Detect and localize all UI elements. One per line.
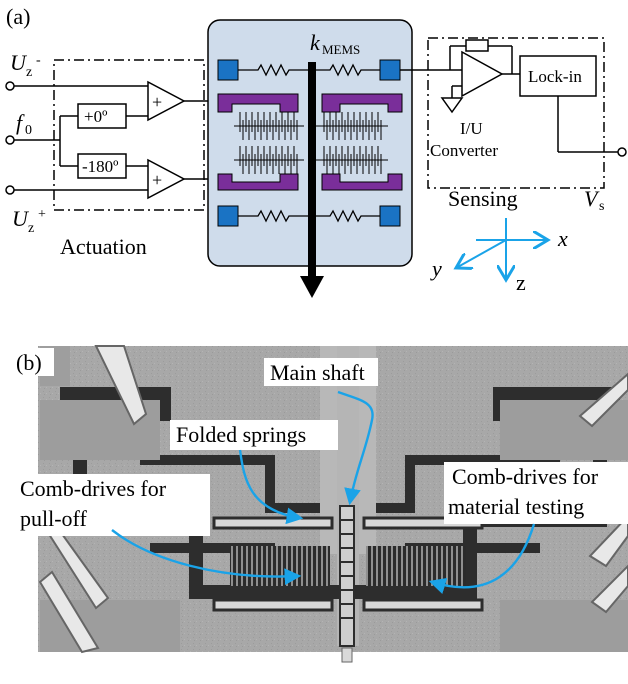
input-uz-plus: U z + [12, 206, 46, 236]
panel-a-label: (a) [6, 4, 30, 29]
main-shaft-label-bg [264, 358, 378, 386]
shaft [308, 62, 316, 282]
pad-bottom-left [217, 205, 239, 227]
svg-text:s: s [599, 199, 604, 214]
summing-amp-bottom [147, 158, 186, 200]
summing-amp-top [147, 80, 186, 122]
comb-fingers [234, 112, 388, 174]
sum-bottom-symbol: + [152, 170, 162, 190]
panel-b-label: (b) [16, 350, 42, 375]
comb-material-label-1: Comb-drives for [452, 464, 599, 489]
sensing-title: Sensing [448, 186, 518, 211]
phase-box-bottom [77, 153, 127, 179]
input-terminal-top [5, 81, 15, 91]
ground-icon [440, 97, 464, 114]
iu-opamp [461, 50, 504, 98]
actuation-box [53, 59, 205, 211]
axis-y-label: y [430, 256, 442, 281]
arrow-comb-pulloff [111, 529, 302, 586]
svg-text:f: f [16, 110, 25, 135]
sensing-box [427, 37, 605, 189]
input-uz-minus: U z - [10, 50, 41, 80]
svg-text:k: k [310, 30, 321, 55]
svg-text:MEMS: MEMS [322, 42, 360, 57]
comb-electrode-top-right [321, 93, 403, 113]
arrow-folded-springs [238, 449, 304, 525]
input-f0: f 0 [16, 110, 32, 138]
shaft-arrowhead [300, 276, 324, 298]
svg-text:0: 0 [25, 123, 32, 138]
svg-text:U: U [12, 206, 30, 231]
comb-material-label-2: material testing [448, 494, 584, 519]
folded-springs-label: Folded springs [176, 422, 306, 447]
input-terminal-mid [5, 135, 15, 145]
sum-top-symbol: + [152, 92, 162, 112]
phase-bottom-label: -180º [82, 157, 118, 176]
comb-material-label-bg [444, 462, 628, 524]
pad-top-left [217, 59, 239, 81]
springs [238, 63, 380, 223]
actuation-title: Actuation [60, 234, 147, 259]
input-terminal-bottom [5, 185, 15, 195]
pad-bottom-right [379, 205, 401, 227]
converter-line2: Converter [430, 141, 498, 160]
mems-label: k MEMS [310, 30, 360, 57]
panel-b-label-bg [14, 348, 54, 376]
comb-pulloff-label-1: Comb-drives for [20, 476, 167, 501]
converter-line1: I/U [460, 119, 483, 138]
output-vs: V s [584, 186, 604, 214]
svg-text:z: z [26, 65, 32, 80]
pad-top-right [379, 59, 401, 81]
lockin-box [519, 55, 597, 97]
svg-text:+: + [38, 207, 46, 222]
output-terminal [617, 147, 627, 157]
main-shaft-label: Main shaft [270, 360, 365, 385]
folded-springs-label-bg [170, 420, 338, 450]
svg-text:z: z [28, 221, 34, 236]
comb-electrode-bottom-right [321, 173, 403, 191]
svg-text:-: - [36, 53, 41, 68]
axis-triad [456, 218, 548, 280]
comb-pulloff-label-2: pull-off [20, 506, 87, 531]
arrow-comb-material [428, 523, 536, 594]
comb-pulloff-label-bg [14, 474, 210, 536]
comb-electrode-top-left [217, 93, 299, 113]
comb-electrode-bottom-left [217, 173, 299, 191]
axis-z-label: z [516, 270, 526, 295]
phase-top-label: +0º [84, 107, 107, 126]
axis-x-label: x [557, 226, 568, 251]
arrow-main-shaft [337, 390, 374, 506]
annotation-arrows [111, 390, 536, 594]
svg-text:V: V [584, 186, 600, 211]
svg-text:U: U [10, 50, 28, 75]
feedback-resistor [465, 39, 489, 52]
lockin-label: Lock-in [528, 67, 582, 86]
